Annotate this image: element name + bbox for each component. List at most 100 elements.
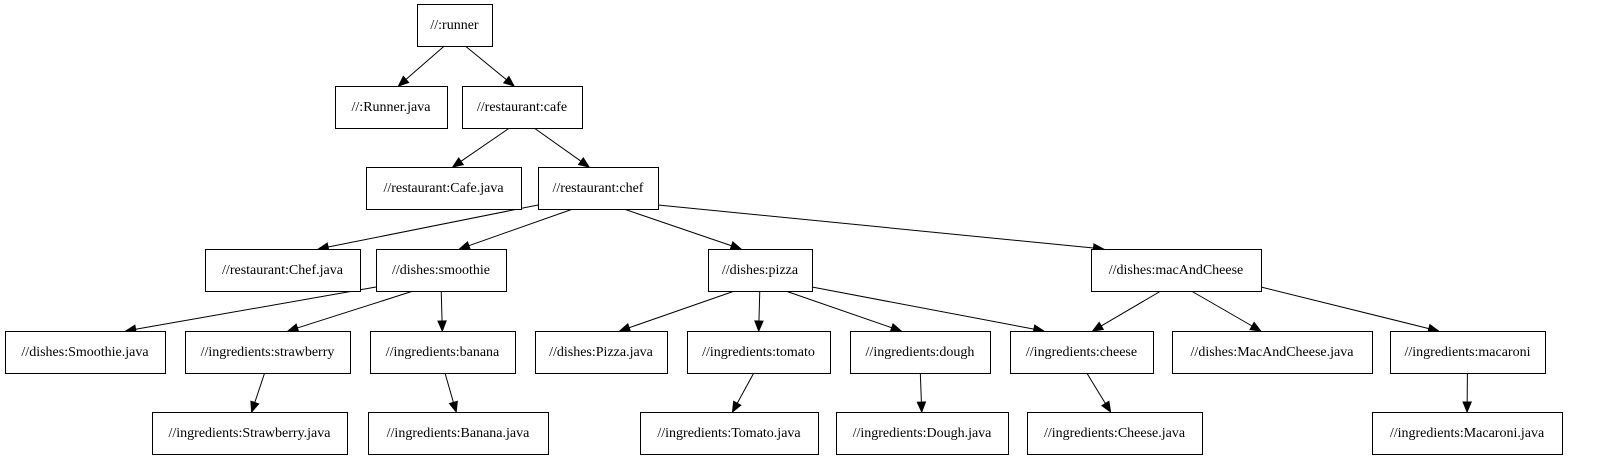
graph-node-ing_macaroni_java[interactable]: //ingredients:Macaroni.java [1372, 412, 1563, 455]
edge-arrowhead [397, 75, 410, 87]
node-box [417, 4, 493, 47]
edge-arrowhead [889, 322, 903, 333]
node-box [538, 167, 659, 210]
graph-edge [785, 290, 903, 333]
graph-node-ing_cheese_java[interactable]: //ingredients:Cheese.java [1027, 412, 1203, 455]
edge-shaft [135, 286, 377, 330]
edge-shaft [785, 290, 892, 329]
node-label: //restaurant:Cafe.java [383, 181, 504, 196]
node-layer: //:runner //:Runner.java //restaurant:cafe… [5, 4, 1563, 455]
node-box [535, 331, 668, 374]
edge-arrowhead [577, 156, 591, 168]
node-label: //restaurant:chef [553, 181, 644, 196]
graph-node-restaurant_chef_java[interactable]: //restaurant:Chef.java [205, 249, 361, 292]
graph-node-ing_strawberry[interactable]: //ingredients:strawberry [185, 331, 351, 374]
edge-shaft [533, 127, 582, 162]
node-label: //ingredients:banana [386, 345, 500, 360]
node-label: //ingredients:cheese [1026, 345, 1137, 360]
node-label: //ingredients:Banana.java [387, 426, 530, 441]
graph-edge [657, 204, 1105, 253]
graph-node-ing_dough_java[interactable]: //ingredients:Dough.java [836, 412, 1009, 455]
graph-node-ing_strawberry_java[interactable]: //ingredients:Strawberry.java [152, 412, 348, 455]
node-label: //ingredients:tomato [702, 345, 815, 360]
edge-shaft [1260, 286, 1430, 330]
graph-edge [464, 45, 516, 87]
node-box [836, 412, 1009, 455]
graph-node-dishes_smoothie[interactable]: //dishes:smoothie [376, 249, 507, 292]
node-box [185, 331, 351, 374]
node-box [1027, 412, 1203, 455]
edge-shaft [919, 372, 922, 403]
graph-node-runner[interactable]: //:runner [417, 4, 493, 47]
graph-edge [458, 208, 574, 251]
graph-node-dishes_pizza[interactable]: //dishes:pizza [708, 249, 813, 292]
edge-arrowhead [448, 400, 458, 414]
node-label: //ingredients:Cheese.java [1044, 426, 1186, 441]
edge-shaft [460, 127, 510, 162]
graph-edge [1091, 290, 1162, 332]
node-box [687, 331, 831, 374]
graph-node-ing_cheese[interactable]: //ingredients:cheese [1010, 331, 1154, 374]
node-box [370, 331, 516, 374]
node-label: //dishes:macAndCheese [1109, 263, 1244, 278]
node-label: //ingredients:Dough.java [853, 426, 993, 441]
graph-edge [731, 372, 755, 414]
node-label: //ingredients:Macaroni.java [1390, 426, 1545, 441]
graph-edge [618, 290, 735, 333]
node-box [205, 249, 361, 292]
graph-edge [1191, 290, 1262, 332]
edge-shaft [297, 290, 414, 329]
graph-edge [1260, 286, 1440, 334]
graph-node-dishes_macandcheese[interactable]: //dishes:macAndCheese [1091, 249, 1262, 292]
graph-edge [437, 290, 447, 333]
node-box [5, 331, 166, 374]
edge-arrowhead [618, 322, 632, 333]
edge-shaft [440, 290, 443, 322]
graph-node-ing_macaroni[interactable]: //ingredients:macaroni [1390, 331, 1546, 374]
graph-node-ing_banana[interactable]: //ingredients:banana [370, 331, 516, 374]
edge-shaft [444, 372, 454, 403]
graph-node-restaurant_cafe[interactable]: //restaurant:cafe [462, 86, 583, 129]
node-label: //ingredients:dough [866, 345, 975, 360]
edge-arrowhead [916, 401, 927, 414]
node-label: //dishes:pizza [722, 263, 799, 278]
edge-arrowhead [1101, 400, 1112, 414]
graph-edge [754, 290, 764, 333]
graph-edge [533, 127, 591, 168]
node-label: //restaurant:cafe [477, 100, 567, 115]
graph-node-ing_dough[interactable]: //ingredients:dough [850, 331, 991, 374]
edge-layer [124, 45, 1472, 414]
edge-shaft [657, 204, 1094, 249]
edge-arrowhead [1091, 321, 1105, 332]
graph-node-dishes_smoothie_java[interactable]: //dishes:Smoothie.java [5, 331, 166, 374]
graph-edge [451, 127, 510, 168]
graph-node-restaurant_chef[interactable]: //restaurant:chef [538, 167, 659, 210]
node-box [640, 412, 819, 455]
graph-node-dishes_pizza_java[interactable]: //dishes:Pizza.java [535, 331, 668, 374]
graph-edge [250, 372, 266, 414]
node-label: //ingredients:macaroni [1405, 345, 1531, 360]
edge-arrowhead [1249, 321, 1262, 332]
edge-shaft [1191, 290, 1253, 327]
edge-shaft [468, 208, 574, 247]
node-label: //ingredients:strawberry [201, 345, 335, 360]
graph-node-ing_banana_java[interactable]: //ingredients:Banana.java [368, 412, 549, 455]
node-box [708, 249, 813, 292]
graph-edge [124, 286, 377, 334]
node-box [1372, 412, 1563, 455]
edge-shaft [1086, 372, 1106, 404]
graph-edge [286, 290, 414, 333]
graph-node-dishes_macandcheese_java[interactable]: //dishes:MacAndCheese.java [1172, 331, 1373, 374]
node-box [152, 412, 348, 455]
graph-edge [623, 208, 743, 251]
graph-node-ing_tomato[interactable]: //ingredients:tomato [687, 331, 831, 374]
node-box [376, 249, 507, 292]
node-box [850, 331, 991, 374]
graph-node-runner_java[interactable]: //:Runner.java [335, 86, 448, 129]
node-box [1091, 249, 1262, 292]
edge-arrowhead [250, 400, 260, 414]
graph-node-ing_tomato_java[interactable]: //ingredients:Tomato.java [640, 412, 819, 455]
graph-node-restaurant_cafe_java[interactable]: //restaurant:Cafe.java [366, 167, 522, 210]
